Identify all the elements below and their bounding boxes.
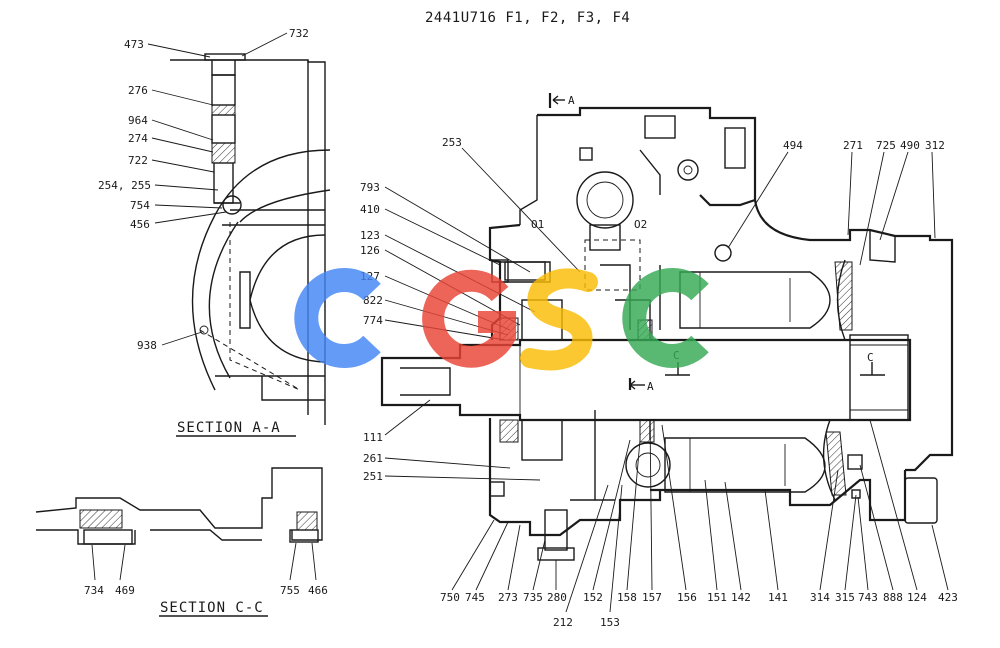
section-aa-callouts: 473 732 276 964 274 722 254, 255 754 456… [98, 27, 309, 437]
label-276: 276 [128, 84, 148, 97]
section-cc-callouts: 734 469 755 466 SECTION C-C [84, 542, 328, 617]
label-253: 253 [442, 136, 462, 149]
label-473: 473 [124, 38, 144, 51]
label-111: 111 [363, 431, 383, 444]
marker-c-right: C [867, 351, 874, 364]
label-754: 754 [130, 199, 150, 212]
label-822: 822 [363, 294, 383, 307]
section-cc-view [35, 467, 323, 545]
label-141: 141 [768, 591, 788, 604]
section-aa-title: SECTION A-A [177, 420, 281, 436]
label-151: 151 [707, 591, 727, 604]
label-273: 273 [498, 591, 518, 604]
label-423: 423 [938, 591, 958, 604]
label-494: 494 [783, 139, 803, 152]
label-157: 157 [642, 591, 662, 604]
section-aa-view [170, 53, 331, 425]
drawing-title: 2441U716 F1, F2, F3, F4 [425, 10, 630, 26]
label-735: 735 [523, 591, 543, 604]
label-314: 314 [810, 591, 830, 604]
label-156: 156 [677, 591, 697, 604]
section-cc-title: SECTION C-C [160, 600, 264, 616]
label-315: 315 [835, 591, 855, 604]
label-964: 964 [128, 114, 148, 127]
marker-a-top: A [568, 94, 575, 107]
marker-a-mid: A [647, 380, 654, 393]
label-456: 456 [130, 218, 150, 231]
cgsc-watermark [294, 268, 709, 371]
marker-o1: O1 [531, 218, 544, 231]
label-722: 722 [128, 154, 148, 167]
label-938: 938 [137, 339, 157, 352]
label-466: 466 [308, 584, 328, 597]
main-section-callouts: 253 793 410 123 126 127 822 774 111 261 … [360, 136, 958, 629]
label-793: 793 [360, 181, 380, 194]
label-271: 271 [843, 139, 863, 152]
label-750: 750 [440, 591, 460, 604]
label-755: 755 [280, 584, 300, 597]
label-123: 123 [360, 229, 380, 242]
label-312: 312 [925, 139, 945, 152]
label-410: 410 [360, 203, 380, 216]
label-734: 734 [84, 584, 104, 597]
label-158: 158 [617, 591, 637, 604]
label-153: 153 [600, 616, 620, 629]
label-732: 732 [289, 27, 309, 40]
label-126: 126 [360, 244, 380, 257]
label-725: 725 [876, 139, 896, 152]
label-469: 469 [115, 584, 135, 597]
label-254-255: 254, 255 [98, 179, 151, 192]
label-490: 490 [900, 139, 920, 152]
label-743: 743 [858, 591, 878, 604]
label-274: 274 [128, 132, 148, 145]
label-251: 251 [363, 470, 383, 483]
label-212: 212 [553, 616, 573, 629]
label-888: 888 [883, 591, 903, 604]
label-280: 280 [547, 591, 567, 604]
marker-o2: O2 [634, 218, 647, 231]
label-745: 745 [465, 591, 485, 604]
label-261: 261 [363, 452, 383, 465]
label-124: 124 [907, 591, 927, 604]
label-152: 152 [583, 591, 603, 604]
label-774: 774 [363, 314, 383, 327]
label-142: 142 [731, 591, 751, 604]
